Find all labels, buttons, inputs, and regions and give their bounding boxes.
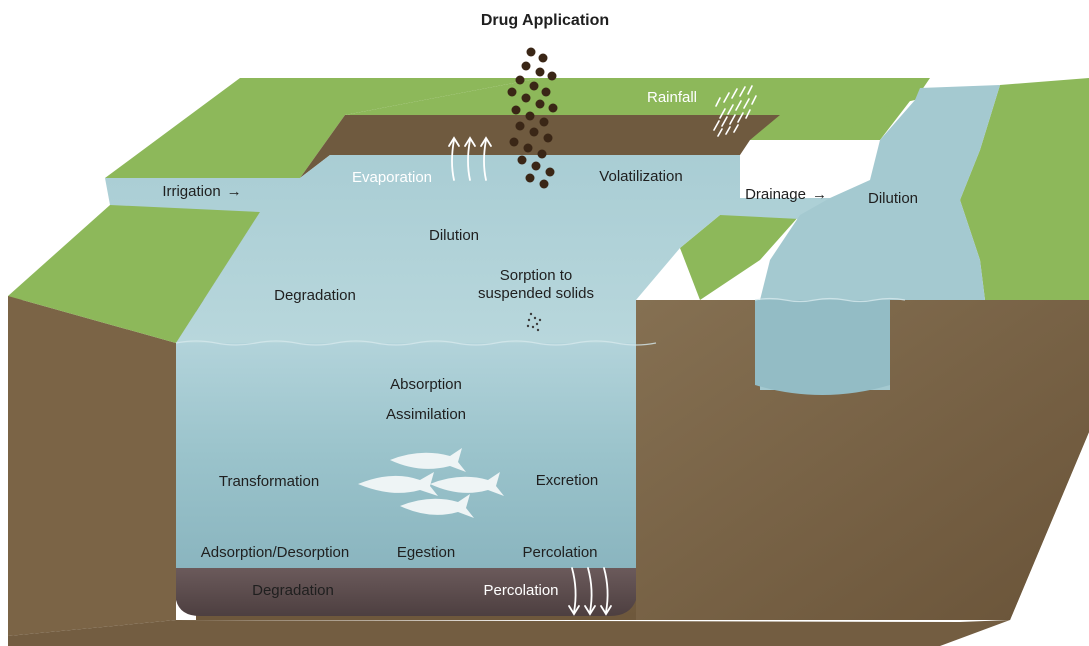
pond-back-wall bbox=[300, 115, 780, 178]
evaporation-arrows-icon bbox=[448, 136, 492, 181]
label-transformation: Transformation bbox=[218, 473, 320, 490]
grass-top-left bbox=[8, 205, 260, 343]
soil-bottom bbox=[8, 620, 1010, 646]
water-line bbox=[175, 340, 657, 346]
label-percolation-water: Percolation bbox=[522, 544, 598, 561]
fish-icon bbox=[390, 448, 466, 472]
label-drainage: Drainage → bbox=[745, 186, 827, 204]
right-arrow-icon: → bbox=[226, 183, 242, 200]
label-dilution-pond: Dilution bbox=[428, 227, 480, 244]
label-sorption: Sorption to suspended solids bbox=[478, 267, 594, 303]
soil-right-face bbox=[636, 300, 1089, 620]
grass-top-back-far bbox=[345, 78, 930, 140]
fish-group bbox=[358, 448, 504, 518]
percolation-arrows-icon bbox=[568, 567, 612, 616]
sediment-layer bbox=[176, 568, 636, 616]
label-egestion: Egestion bbox=[396, 544, 456, 561]
label-evaporation: Evaporation bbox=[351, 169, 433, 186]
rain-streaks-icon bbox=[713, 85, 757, 137]
label-dilution-channel: Dilution bbox=[867, 190, 919, 207]
fish-icon bbox=[430, 472, 504, 496]
label-volatilization: Volatilization bbox=[599, 168, 683, 185]
grass-top-back-left bbox=[105, 78, 540, 178]
suspended-solids-dots bbox=[526, 312, 542, 332]
fish-icon bbox=[400, 494, 474, 518]
drug-dots bbox=[507, 47, 558, 189]
label-drug-application: Drug Application bbox=[480, 12, 610, 29]
water-surface bbox=[105, 155, 830, 343]
label-irrigation: Irrigation → bbox=[162, 183, 241, 201]
channel-well-front bbox=[755, 300, 890, 395]
channel-water-line bbox=[754, 297, 906, 303]
label-sorption-line2: suspended solids bbox=[478, 285, 594, 302]
grass-top-far-right bbox=[960, 78, 1089, 300]
label-drainage-text: Drainage bbox=[745, 186, 806, 203]
right-arrow-icon: → bbox=[811, 186, 827, 203]
label-absorption: Absorption bbox=[390, 376, 462, 393]
fish-icon bbox=[358, 472, 438, 496]
label-degradation-sediment: Degradation bbox=[252, 582, 334, 599]
label-rainfall: Rainfall bbox=[646, 89, 698, 106]
label-adsorption-desorption: Adsorption/Desorption bbox=[200, 544, 350, 561]
grass-top-right-mid bbox=[680, 215, 800, 300]
soil-left-face bbox=[8, 296, 176, 636]
label-assimilation: Assimilation bbox=[385, 406, 467, 423]
label-irrigation-text: Irrigation bbox=[162, 183, 221, 200]
label-percolation-sediment: Percolation bbox=[483, 582, 559, 599]
label-degradation-upper: Degradation bbox=[274, 287, 356, 304]
label-excretion: Excretion bbox=[535, 472, 599, 489]
label-sorption-line1: Sorption to bbox=[499, 267, 573, 284]
